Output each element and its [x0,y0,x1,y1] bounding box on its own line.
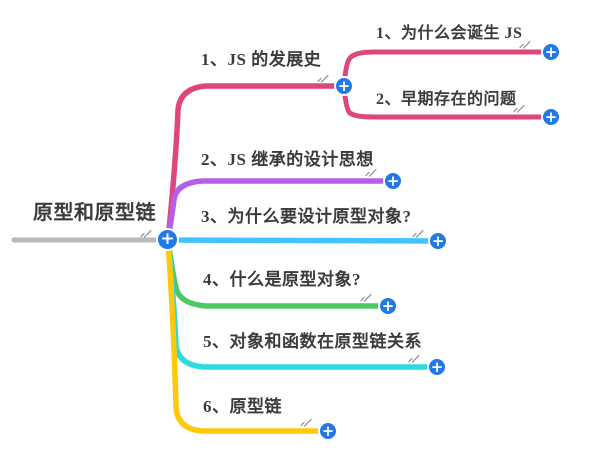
edit-pencil-icon[interactable] [317,71,329,83]
subtopic-1-2-label[interactable]: 2、早期存在的问题 [376,91,517,108]
branch-3-label[interactable]: 3、为什么要设计原型对象? [201,207,412,226]
subtopic-1-1-label[interactable]: 1、为什么会诞生 JS [376,25,523,42]
branch-6-add-subtopic-button[interactable]: + [318,421,338,441]
edit-pencil-icon[interactable] [300,415,312,427]
branch-6-link [165,237,331,434]
subtopic-1-2-link [341,83,554,120]
edit-pencil-icon[interactable] [365,165,377,177]
edit-pencil-icon[interactable] [360,290,372,302]
branch-2-label[interactable]: 2、JS 继承的设计思想 [201,150,374,169]
branch-4-add-subtopic-button[interactable]: + [378,296,398,316]
root-topic-label[interactable]: 原型和原型链 [33,202,156,224]
subtopic-1-2-add-button[interactable]: + [541,107,561,127]
edit-pencil-icon[interactable] [140,226,152,238]
edit-pencil-icon[interactable] [408,351,420,363]
branch-3-link [165,237,441,244]
branch-1-add-subtopic-button[interactable]: + [334,76,354,96]
root-add-branch-button[interactable]: + [156,228,179,251]
branch-2-link [165,178,396,243]
branch-3-add-subtopic-button[interactable]: + [428,231,448,251]
edit-pencil-icon[interactable] [519,37,531,49]
branch-6-label[interactable]: 6、原型链 [203,397,282,416]
edit-pencil-icon[interactable] [513,101,525,113]
branch-4-label[interactable]: 4、什么是原型对象? [203,270,361,289]
edit-pencil-icon[interactable] [412,226,424,238]
branch-2-add-subtopic-button[interactable]: + [383,171,403,191]
branch-1-label[interactable]: 1、JS 的发展史 [201,50,322,69]
subtopic-1-1-link [341,49,554,89]
branch-5-label[interactable]: 5、对象和函数在原型链关系 [203,332,422,351]
subtopic-1-1-add-button[interactable]: + [541,42,561,62]
branch-5-add-subtopic-button[interactable]: + [427,357,447,377]
